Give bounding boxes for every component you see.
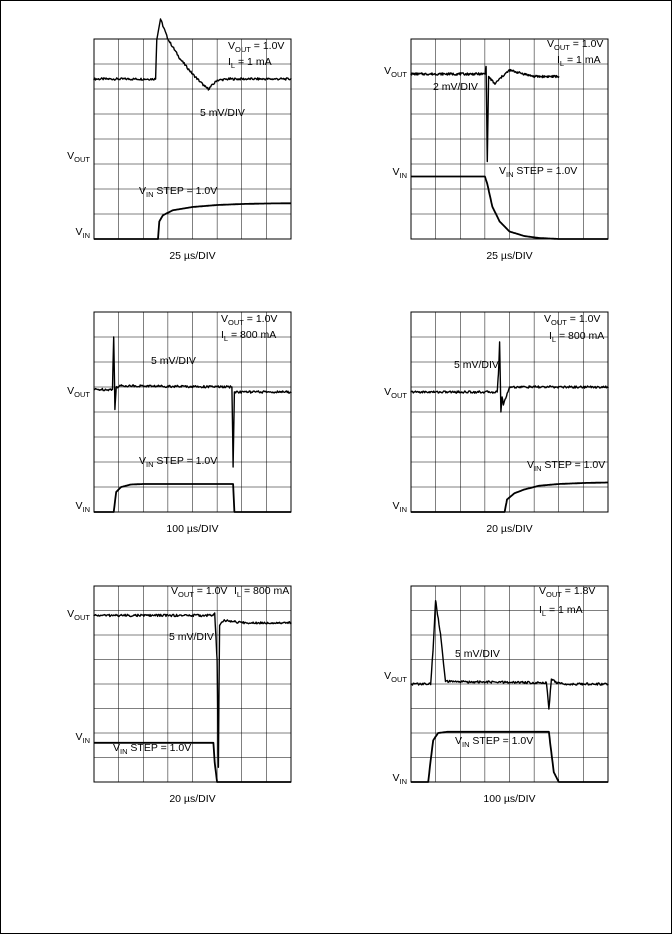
trace-vin [410, 175, 609, 240]
scope-grid [94, 586, 291, 782]
channel-label-vout: VOUT [384, 65, 407, 79]
vout-setting-label: VOUT = 1.0V [544, 313, 600, 327]
scope-capture-1: VOUT = 1.0V IL = 1 mA 5 mV/DIV VIN STEP = 1… [67, 18, 292, 262]
vertical-scale-label: 5 mV/DIV [455, 648, 500, 660]
trace-vin [93, 741, 292, 783]
trace-vin [410, 730, 609, 783]
time-scale-label: 100 µs/DIV [166, 523, 218, 535]
vin-step-label: VIN STEP = 1.0V [455, 735, 533, 749]
trace-vout [94, 336, 292, 468]
trace-vout [93, 612, 292, 768]
channel-label-vin: VIN [75, 731, 90, 745]
vout-setting-label: VOUT = 1.0V [221, 313, 277, 327]
channel-label-vin: VIN [75, 226, 90, 240]
load-label: IL = 1 mA [539, 604, 583, 618]
scope-capture-6: VOUT = 1.8V IL = 1 mA 5 mV/DIV VIN STEP = 1… [384, 585, 609, 805]
scope-grid [94, 312, 291, 512]
vin-step-label: VIN STEP = 1.0V [113, 742, 191, 756]
scope-grid [411, 586, 608, 782]
time-scale-label: 25 µs/DIV [486, 250, 532, 262]
scope-capture-5: VOUT = 1.0V IL = 800 mA 5 mV/DIV VIN STEP =… [67, 585, 292, 805]
scope-grid [411, 39, 608, 239]
trace-vout [410, 341, 609, 413]
scope-capture-4: VOUT = 1.0V IL = 800 mA 5 mV/DIV VIN STEP =… [384, 311, 609, 535]
vout-setting-label: VOUT = 1.0V [547, 38, 603, 52]
vertical-scale-label: 5 mV/DIV [151, 355, 196, 367]
channel-label-vin: VIN [392, 500, 407, 514]
trace-vin [93, 483, 292, 513]
scope-capture-2: VOUT = 1.0V IL = 1 mA 2 mV/DIV VIN STEP = 1… [384, 38, 609, 262]
time-scale-label: 25 µs/DIV [169, 250, 215, 262]
channel-label-vout: VOUT [67, 385, 90, 399]
vin-step-label: VIN STEP = 1.0V [139, 455, 217, 469]
trace-vin [93, 202, 292, 240]
load-label: IL = 800 mA [549, 330, 604, 344]
vertical-scale-label: 5 mV/DIV [200, 107, 245, 119]
vout-setting-label: VOUT = 1.8V [539, 585, 595, 599]
vertical-scale-label: 5 mV/DIV [169, 631, 214, 643]
channel-label-vin: VIN [392, 772, 407, 786]
vout-setting-label: VOUT = 1.0V [171, 585, 227, 599]
load-label: IL = 800 mA [234, 585, 289, 599]
channel-label-vin: VIN [75, 500, 90, 514]
vertical-scale-label: 2 mV/DIV [433, 81, 478, 93]
trace-vin [410, 481, 609, 513]
time-scale-label: 20 µs/DIV [486, 523, 532, 535]
vin-step-label: VIN STEP = 1.0V [499, 165, 577, 179]
load-label: IL = 1 mA [228, 56, 272, 70]
vin-step-label: VIN STEP = 1.0V [527, 459, 605, 473]
channel-label-vin: VIN [392, 166, 407, 180]
channel-label-vout: VOUT [384, 670, 407, 684]
scope-grid [94, 39, 291, 239]
channel-label-vout: VOUT [67, 608, 90, 622]
time-scale-label: 20 µs/DIV [169, 793, 215, 805]
trace-vout [410, 600, 609, 710]
vertical-scale-label: 5 mV/DIV [454, 359, 499, 371]
vin-step-label: VIN STEP = 1.0V [139, 185, 217, 199]
scope-capture-3: VOUT = 1.0V IL = 800 mA 5 mV/DIV VIN STEP =… [67, 311, 292, 535]
load-label: IL = 1 mA [557, 54, 601, 68]
trace-vout [410, 65, 560, 163]
trace-vout [93, 18, 292, 91]
load-label: IL = 800 mA [221, 329, 276, 343]
time-scale-label: 100 µs/DIV [483, 793, 535, 805]
scope-grid [411, 312, 608, 512]
channel-label-vout: VOUT [384, 386, 407, 400]
channel-label-vout: VOUT [67, 150, 90, 164]
vout-setting-label: VOUT = 1.0V [228, 40, 284, 54]
